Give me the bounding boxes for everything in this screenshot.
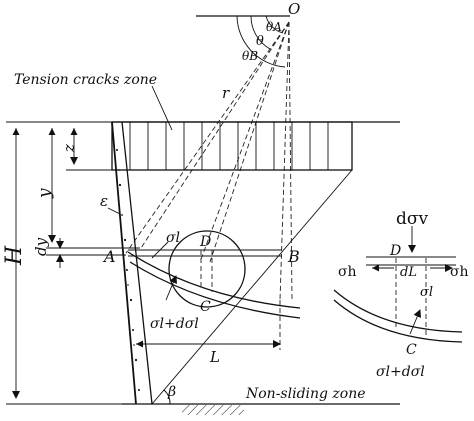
tension-cracks-zone-label: Tension cracks zone xyxy=(14,72,157,88)
sigma-h-right-label: σh xyxy=(450,264,469,280)
inset-c-label: C xyxy=(406,342,417,358)
radius-label: r xyxy=(222,84,230,102)
inset-d-label: D xyxy=(389,243,401,259)
sigma-l-arrow xyxy=(151,241,169,259)
failure-plane-line xyxy=(151,169,353,405)
height-label: H xyxy=(2,245,27,266)
point-d-label: D xyxy=(199,234,211,250)
beta-label: β xyxy=(167,384,176,400)
point-a-label: A xyxy=(102,247,116,266)
non-sliding-zone-label: Non-sliding zone xyxy=(245,386,366,402)
l-label: L xyxy=(209,348,220,366)
theta-label: θ xyxy=(256,34,264,49)
slip-arc-upper xyxy=(127,251,301,309)
d-sigma-v-label: dσv xyxy=(396,209,428,229)
slip-arc-lower xyxy=(129,261,301,319)
sigma-l-plus-label: σl+dσl xyxy=(150,316,199,332)
tension-zone-leader xyxy=(151,85,173,131)
inset-sigma-l-plus-label: σl+dσl xyxy=(376,364,425,380)
inset-detail xyxy=(333,226,463,343)
sigma-l-label: σl xyxy=(166,230,180,246)
sigma-h-left-label: σh xyxy=(338,264,357,280)
point-c-label: C xyxy=(200,299,211,315)
y-label: y xyxy=(35,188,55,199)
tension-cracks-lines xyxy=(129,122,329,170)
ground-hatch xyxy=(182,405,244,415)
origin-label: O xyxy=(288,0,300,18)
dimension-lines xyxy=(6,121,140,405)
inset-sigma-l-label: σl xyxy=(420,285,433,300)
tension-cracks-box xyxy=(111,121,353,171)
sigma-l-plus-arrow xyxy=(165,275,177,301)
theta-b-label: θB xyxy=(242,49,258,63)
retaining-wall xyxy=(111,121,153,405)
dl-label: dL xyxy=(400,265,417,280)
epsilon-label: ε xyxy=(100,192,108,210)
point-b-label: B xyxy=(287,247,300,266)
epsilon-leader xyxy=(107,207,121,215)
radial-dashed-lines xyxy=(125,21,293,301)
theta-a-label: θA xyxy=(266,20,282,34)
beta-arc xyxy=(163,389,171,405)
element-circle xyxy=(168,230,246,308)
dy-label: dy xyxy=(32,237,50,256)
z-label: z xyxy=(60,144,78,153)
